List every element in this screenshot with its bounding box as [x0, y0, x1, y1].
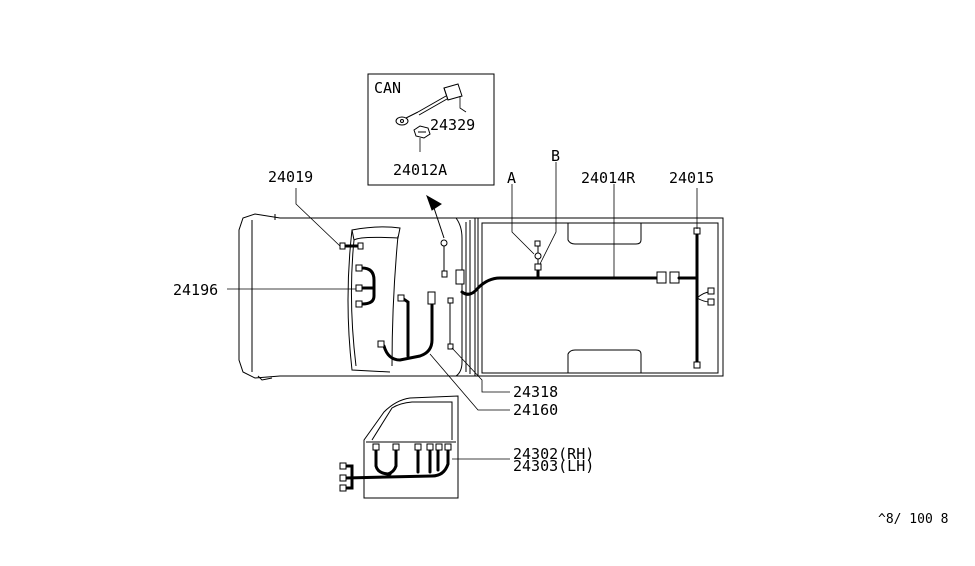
diagram-code: ^8/ 100 8 — [878, 512, 948, 527]
harness-24160 — [377, 291, 436, 362]
part-24329-drawing — [395, 83, 467, 126]
inset-can: CAN 24329 24012A — [367, 73, 495, 186]
harness-24014R — [455, 240, 680, 296]
part-label-24012A: 24012A — [393, 161, 447, 179]
inset-frame — [367, 73, 495, 186]
harness-24015 — [677, 227, 715, 369]
inset-pointer-arrow — [426, 194, 445, 239]
part-24012A-drawing — [413, 125, 431, 152]
harness-24196 — [355, 264, 376, 308]
label-24015: 24015 — [669, 169, 714, 187]
label-24196: 24196 — [173, 281, 218, 299]
label-A: A — [507, 169, 516, 187]
inset-title: CAN — [374, 79, 401, 97]
truck-bed-inner — [481, 222, 719, 374]
truck-bed-outline — [474, 217, 724, 377]
label-B: B — [551, 147, 560, 165]
truck-top-view — [238, 213, 724, 381]
label-24303: 24303(LH) — [513, 457, 594, 475]
leader-lines — [227, 162, 698, 460]
label-24318: 24318 — [513, 383, 558, 401]
label-24302: 24302(RH) — [513, 445, 594, 463]
connector-24019 — [339, 242, 364, 250]
label-24019: 24019 — [268, 168, 313, 186]
harness-24318 — [440, 239, 454, 350]
door-24302-24303 — [339, 395, 459, 499]
part-label-24329: 24329 — [430, 116, 475, 134]
label-24014R: 24014R — [581, 169, 636, 187]
label-24160: 24160 — [513, 401, 558, 419]
